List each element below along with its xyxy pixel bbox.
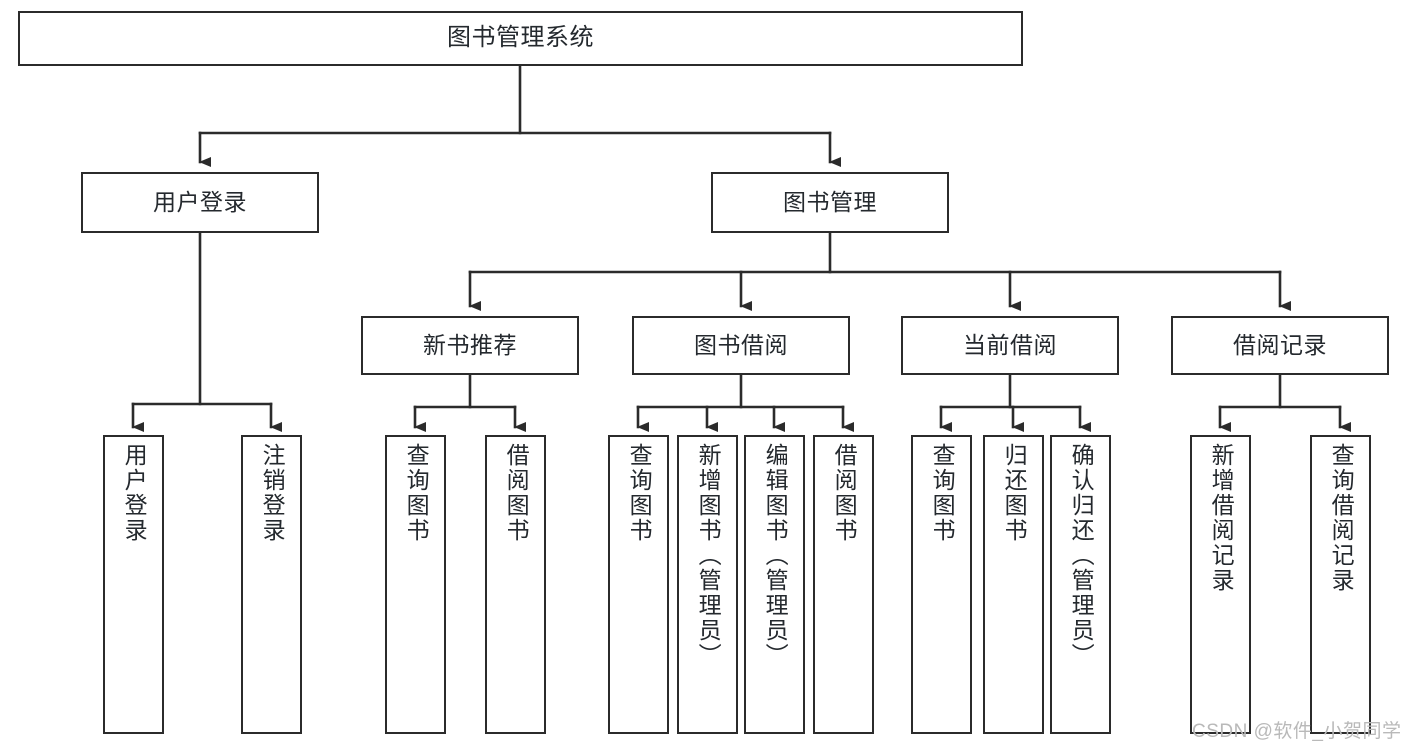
node-book-management-label: 图书管理 bbox=[783, 188, 877, 215]
leaf-user-login[interactable]: 用户登录 bbox=[103, 435, 164, 734]
node-current-borrow[interactable]: 当前借阅 bbox=[901, 316, 1119, 375]
leaf-borrow-book-recommend-label: 借阅图书 bbox=[503, 443, 530, 543]
node-borrow-record-label: 借阅记录 bbox=[1233, 331, 1327, 358]
node-new-book-recommend[interactable]: 新书推荐 bbox=[361, 316, 579, 375]
leaf-logout[interactable]: 注销登录 bbox=[241, 435, 302, 734]
node-new-book-recommend-label: 新书推荐 bbox=[423, 331, 517, 358]
node-book-borrow[interactable]: 图书借阅 bbox=[632, 316, 850, 375]
node-root[interactable]: 图书管理系统 bbox=[18, 11, 1023, 66]
leaf-query-borrow-record[interactable]: 查询借阅记录 bbox=[1310, 435, 1371, 734]
leaf-logout-label: 注销登录 bbox=[259, 443, 286, 543]
leaf-borrow-book[interactable]: 借阅图书 bbox=[813, 435, 874, 734]
leaf-borrow-book-label: 借阅图书 bbox=[831, 443, 858, 543]
leaf-return-book-label: 归还图书 bbox=[1001, 443, 1028, 543]
leaf-confirm-return-admin[interactable]: 确认归还（管理员） bbox=[1050, 435, 1111, 734]
leaf-query-book-recommend[interactable]: 查询图书 bbox=[385, 435, 446, 734]
leaf-query-book-recommend-label: 查询图书 bbox=[403, 443, 430, 543]
node-root-label: 图书管理系统 bbox=[447, 24, 594, 52]
leaf-user-login-label: 用户登录 bbox=[121, 443, 148, 543]
leaf-return-book[interactable]: 归还图书 bbox=[983, 435, 1044, 734]
node-current-borrow-label: 当前借阅 bbox=[963, 331, 1057, 358]
leaf-query-book-borrow-label: 查询图书 bbox=[626, 443, 653, 543]
leaf-add-borrow-record-label: 新增借阅记录 bbox=[1208, 443, 1235, 593]
csdn-watermark: CSDN @软件_小贺同学 bbox=[1192, 716, 1401, 743]
csdn-watermark-text: CSDN @软件_小贺同学 bbox=[1192, 721, 1402, 742]
leaf-add-borrow-record[interactable]: 新增借阅记录 bbox=[1190, 435, 1251, 734]
leaf-add-book-admin[interactable]: 新增图书（管理员） bbox=[677, 435, 738, 734]
leaf-edit-book-admin-label: 编辑图书（管理员） bbox=[762, 443, 789, 668]
node-book-management[interactable]: 图书管理 bbox=[711, 172, 949, 233]
leaf-query-book-borrow[interactable]: 查询图书 bbox=[608, 435, 669, 734]
leaf-edit-book-admin[interactable]: 编辑图书（管理员） bbox=[744, 435, 805, 734]
leaf-borrow-book-recommend[interactable]: 借阅图书 bbox=[485, 435, 546, 734]
node-book-borrow-label: 图书借阅 bbox=[694, 331, 788, 358]
node-borrow-record[interactable]: 借阅记录 bbox=[1171, 316, 1389, 375]
node-user-login-label: 用户登录 bbox=[153, 188, 247, 215]
leaf-query-borrow-record-label: 查询借阅记录 bbox=[1328, 443, 1355, 593]
leaf-add-book-admin-label: 新增图书（管理员） bbox=[695, 443, 722, 668]
leaf-query-book-current-label: 查询图书 bbox=[929, 443, 956, 543]
leaf-confirm-return-admin-label: 确认归还（管理员） bbox=[1068, 443, 1095, 668]
node-user-login[interactable]: 用户登录 bbox=[81, 172, 319, 233]
leaf-query-book-current[interactable]: 查询图书 bbox=[911, 435, 972, 734]
